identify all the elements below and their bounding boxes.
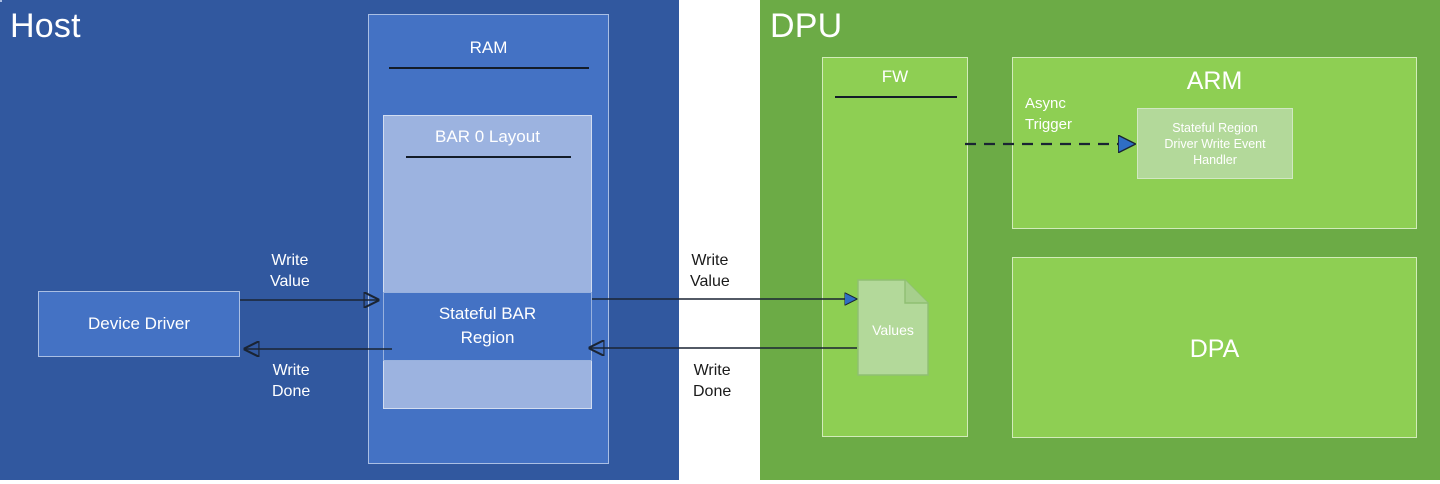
host-write-done-label: Write Done [272, 360, 310, 402]
fw-title-rule [835, 96, 957, 98]
host-write-value-label: Write Value [270, 250, 310, 292]
handler-line-3: Handler [1193, 152, 1237, 167]
stateful-bar-region-label-line2: Region [460, 328, 515, 347]
async-trigger-line2: Trigger [1025, 116, 1072, 133]
ram-title-rule [389, 67, 589, 69]
arm-title: ARM [1186, 67, 1243, 95]
bar0-layout-title: BAR 0 Layout [435, 127, 540, 146]
ram-title: RAM [469, 38, 508, 57]
bar0-layout-box: BAR 0 Layout [383, 115, 592, 409]
device-driver-box: Device Driver [38, 291, 240, 357]
stateful-bar-region-label-line1: Stateful BAR [438, 304, 537, 323]
bridge-write-value-line2: Value [690, 273, 730, 290]
handler-line-1: Stateful Region [1172, 120, 1258, 135]
host-write-value-line1: Write [271, 252, 309, 269]
dpa-box: DPA [1012, 257, 1417, 438]
fw-box: FW [822, 57, 968, 437]
stateful-bar-region-box: Stateful BAR Region [383, 292, 592, 361]
dpa-label: DPA [1189, 335, 1240, 363]
bridge-write-done-line1: Write [693, 362, 731, 379]
host-panel-title: Host [10, 7, 81, 45]
bridge-write-done-line2: Done [693, 383, 732, 400]
host-write-done-line1: Write [272, 362, 310, 379]
bridge-write-value-line1: Write [691, 252, 729, 269]
bridge-write-done-label: Write Done [693, 360, 731, 402]
async-trigger-label: Async Trigger [1025, 93, 1072, 135]
dpu-panel-title: DPU [770, 7, 843, 45]
bridge-write-value-label: Write Value [690, 250, 730, 292]
stateful-region-handler-box: Stateful Region Driver Write Event Handl… [1137, 108, 1293, 179]
device-driver-label: Device Driver [87, 314, 191, 333]
ram-box [0, 0, 2, 2]
document-icon [857, 279, 929, 376]
bar0-title-rule [406, 156, 571, 158]
host-write-done-line2: Done [272, 383, 311, 400]
values-document: Values [857, 279, 929, 376]
handler-line-2: Driver Write Event [1164, 136, 1266, 151]
host-write-value-line2: Value [270, 273, 310, 290]
stateful-region-handler-text: Stateful Region Driver Write Event Handl… [1160, 120, 1269, 168]
async-trigger-line1: Async [1025, 95, 1066, 112]
fw-title: FW [881, 67, 909, 86]
